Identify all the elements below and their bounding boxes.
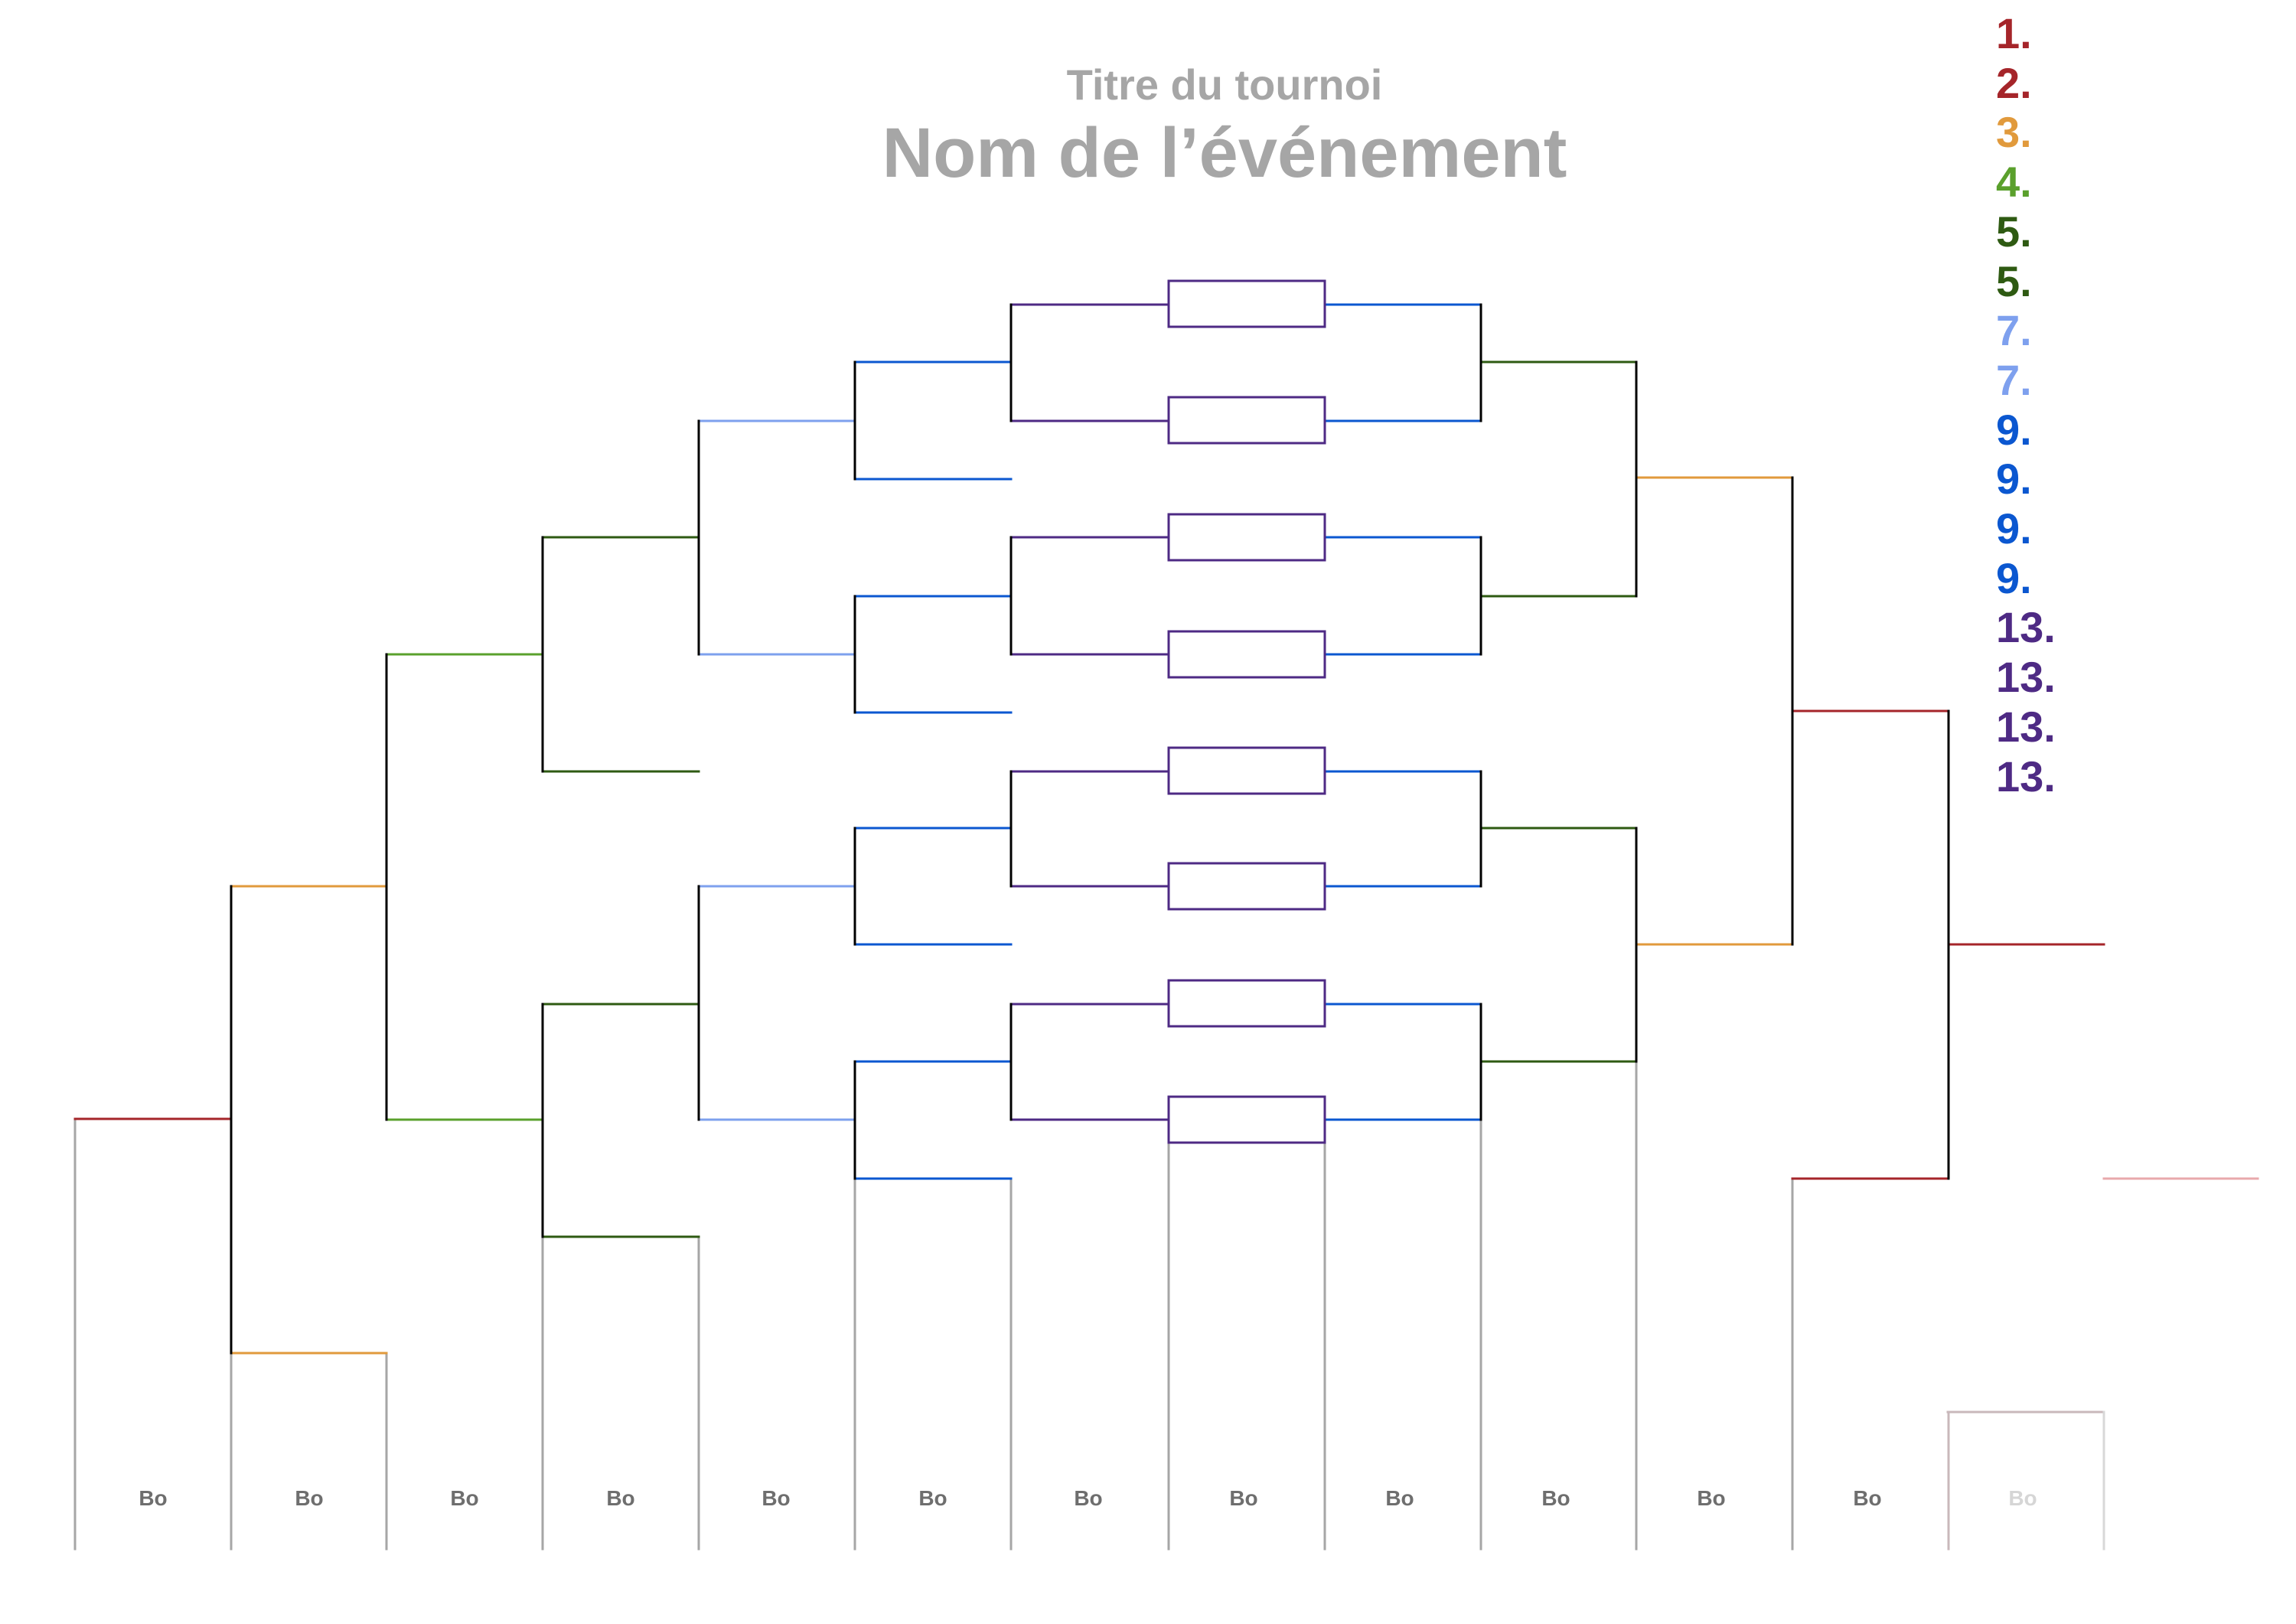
match-box-1 xyxy=(1167,279,1326,328)
tournament-subtitle: Titre du tournoi xyxy=(1066,60,1383,109)
standing-16: 13. xyxy=(1996,752,2056,801)
match-box-5 xyxy=(1167,746,1326,795)
standing-8: 7. xyxy=(1996,355,2032,404)
standing-2: 2. xyxy=(1996,58,2032,107)
best-of-label-4: Bo xyxy=(606,1486,635,1510)
best-of-label-1: Bo xyxy=(139,1486,168,1510)
standing-7: 7. xyxy=(1996,306,2032,355)
best-of-label-13: Bo xyxy=(2008,1486,2037,1510)
standing-11: 9. xyxy=(1996,504,2032,553)
match-box-3 xyxy=(1167,513,1326,562)
best-of-label-8: Bo xyxy=(1229,1486,1258,1510)
standing-12: 9. xyxy=(1996,553,2032,602)
best-of-label-3: Bo xyxy=(450,1486,479,1510)
best-of-label-12: Bo xyxy=(1853,1486,1882,1510)
standing-1: 1. xyxy=(1996,9,2032,57)
match-box-8 xyxy=(1167,1095,1326,1144)
standing-10: 9. xyxy=(1996,455,2032,504)
best-of-label-10: Bo xyxy=(1541,1486,1570,1510)
match-box-2 xyxy=(1167,396,1326,445)
event-title: Nom de l’événement xyxy=(882,114,1567,192)
match-box-6 xyxy=(1167,862,1326,911)
standing-14: 13. xyxy=(1996,653,2056,702)
best-of-label-5: Bo xyxy=(762,1486,791,1510)
best-of-label-6: Bo xyxy=(918,1486,947,1510)
best-of-label-9: Bo xyxy=(1385,1486,1414,1510)
best-of-label-2: Bo xyxy=(295,1486,324,1510)
match-box-7 xyxy=(1167,979,1326,1028)
standing-9: 9. xyxy=(1996,405,2032,454)
standing-15: 13. xyxy=(1996,702,2056,751)
match-box-4 xyxy=(1167,630,1326,679)
standing-5: 5. xyxy=(1996,207,2032,256)
best-of-label-11: Bo xyxy=(1697,1486,1726,1510)
best-of-label-7: Bo xyxy=(1074,1486,1103,1510)
standing-3: 3. xyxy=(1996,108,2032,157)
standing-6: 5. xyxy=(1996,256,2032,305)
standing-13: 13. xyxy=(1996,603,2056,652)
standing-4: 4. xyxy=(1996,158,2032,207)
